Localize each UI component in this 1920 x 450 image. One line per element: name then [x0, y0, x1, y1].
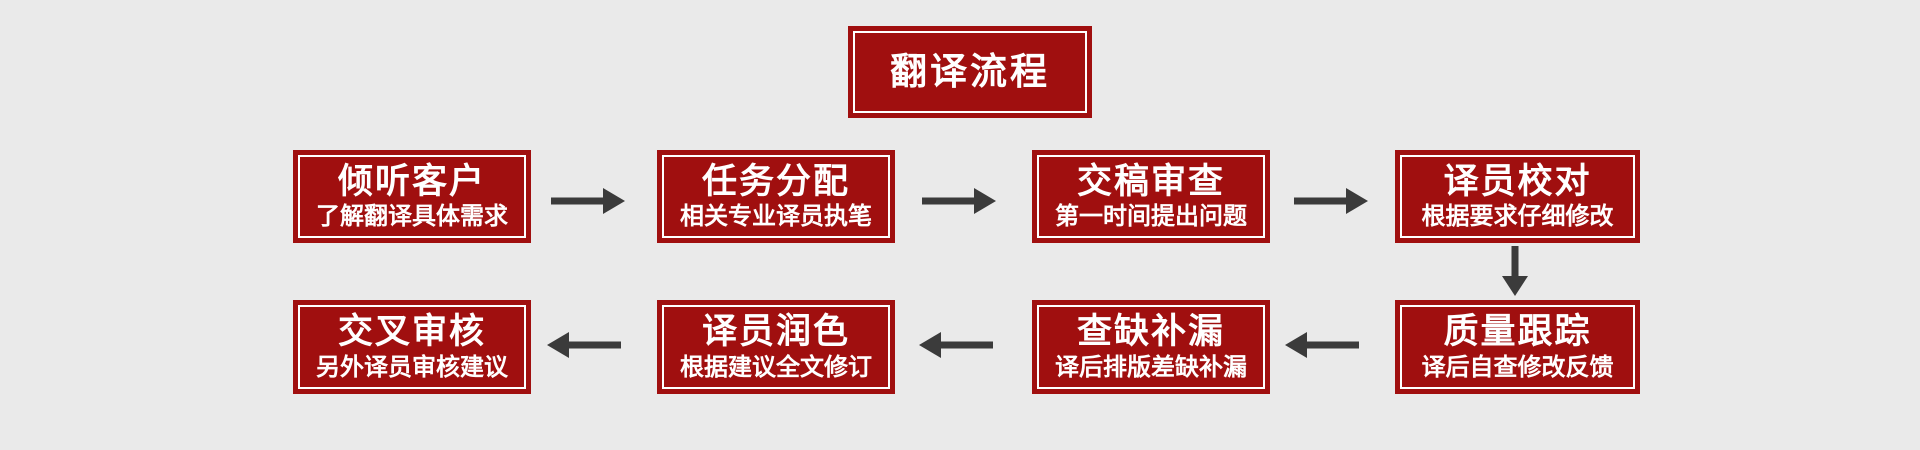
arrow-left-icon	[547, 330, 621, 360]
step-title: 译员润色	[701, 312, 850, 352]
arrow-down-icon	[1500, 246, 1530, 296]
step-subtitle: 第一时间提出问题	[1055, 203, 1247, 231]
step-title: 查缺补漏	[1076, 312, 1225, 352]
flow-box-translator-proofread: 译员校对 根据要求仔细修改	[1395, 150, 1640, 243]
flow-box-draft-review: 交稿审查 第一时间提出问题	[1032, 150, 1270, 243]
arrow-right-icon	[551, 186, 625, 216]
flow-box-translator-polish: 译员润色 根据建议全文修订	[657, 300, 895, 394]
flow-box-quality-tracking: 质量跟踪 译后自查修改反馈	[1395, 300, 1640, 394]
step-subtitle: 根据建议全文修订	[680, 353, 872, 381]
arrow-right-icon	[922, 186, 996, 216]
step-subtitle: 另外译员审核建议	[316, 353, 508, 381]
step-subtitle: 译后自查修改反馈	[1421, 353, 1614, 381]
flow-box-inner: 译员润色 根据建议全文修订	[662, 305, 890, 389]
step-title: 任务分配	[701, 161, 850, 201]
step-subtitle: 根据要求仔细修改	[1421, 203, 1614, 231]
flow-box-inner: 交稿审查 第一时间提出问题	[1037, 155, 1265, 238]
flow-box-inner: 任务分配 相关专业译员执笔	[662, 155, 890, 238]
arrow-left-icon	[1285, 330, 1359, 360]
flow-box-cross-review: 交叉审核 另外译员审核建议	[293, 300, 531, 394]
step-subtitle: 相关专业译员执笔	[680, 203, 872, 231]
flow-box-inner: 译员校对 根据要求仔细修改	[1400, 155, 1635, 238]
flow-box-inner: 查缺补漏 译后排版差缺补漏	[1037, 305, 1265, 389]
step-title: 倾听客户	[337, 161, 486, 201]
flow-box-task-assignment: 任务分配 相关专业译员执笔	[657, 150, 895, 243]
flow-box-inner: 交叉审核 另外译员审核建议	[298, 305, 526, 389]
step-title: 交叉审核	[337, 312, 486, 352]
flow-title-box-inner: 翻译流程	[853, 31, 1087, 113]
arrow-left-icon	[919, 330, 993, 360]
arrow-right-icon	[1294, 186, 1368, 216]
step-title: 译员校对	[1443, 161, 1592, 201]
flow-box-gap-filling: 查缺补漏 译后排版差缺补漏	[1032, 300, 1270, 394]
step-title: 质量跟踪	[1443, 312, 1592, 352]
flow-box-inner: 倾听客户 了解翻译具体需求	[298, 155, 526, 238]
flow-box-inner: 质量跟踪 译后自查修改反馈	[1400, 305, 1635, 389]
flow-box-listen-customer: 倾听客户 了解翻译具体需求	[293, 150, 531, 243]
step-title: 交稿审查	[1076, 161, 1225, 201]
step-subtitle: 译后排版差缺补漏	[1055, 353, 1247, 381]
flow-title-box: 翻译流程	[848, 26, 1092, 118]
step-subtitle: 了解翻译具体需求	[316, 203, 508, 231]
page-title: 翻译流程	[890, 51, 1050, 93]
